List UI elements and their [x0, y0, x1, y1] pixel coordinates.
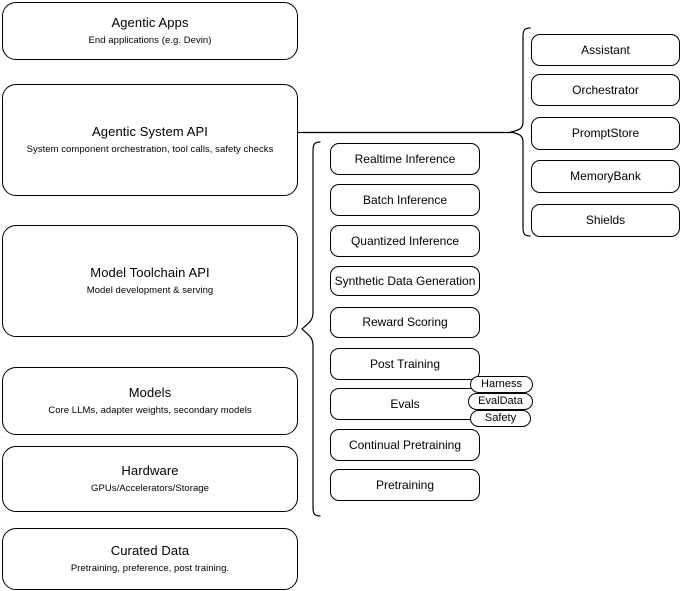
- capability-label: Synthetic Data Generation: [334, 273, 476, 288]
- evals-subcomponent-label: EvalData: [478, 395, 523, 407]
- layer-title: Agentic System API: [92, 124, 208, 139]
- system-component-label: MemoryBank: [570, 169, 641, 183]
- curly-brace-toolchain: [300, 140, 322, 518]
- system-component-label: Shields: [585, 213, 626, 227]
- evals-subcomponent-label: Harness: [481, 378, 522, 390]
- layer-box-models[interactable]: Models Core LLMs, adapter weights, secon…: [2, 367, 298, 435]
- capability-label: Batch Inference: [362, 192, 448, 207]
- capability-quantized-inference[interactable]: Quantized Inference: [330, 225, 480, 257]
- capability-label: Continual Pretraining: [348, 437, 462, 452]
- system-component-promptstore[interactable]: PromptStore: [531, 117, 680, 150]
- capability-label: Realtime Inference: [354, 151, 456, 166]
- evals-subcomponent-evaldata[interactable]: EvalData: [468, 393, 533, 410]
- evals-subcomponent-label: Safety: [484, 412, 517, 424]
- capability-label: Pretraining: [375, 477, 435, 492]
- evals-subcomponent-safety[interactable]: Safety: [470, 410, 531, 427]
- capability-batch-inference[interactable]: Batch Inference: [330, 184, 480, 216]
- system-component-memorybank[interactable]: MemoryBank: [531, 160, 680, 193]
- layer-box-agentic-system-api[interactable]: Agentic System API System component orch…: [2, 84, 298, 196]
- capability-reward-scoring[interactable]: Reward Scoring: [330, 307, 480, 338]
- layer-subtitle: Model development & serving: [86, 285, 214, 296]
- layer-subtitle: End applications (e.g. Devin): [88, 35, 212, 46]
- connector-system-api-to-components: [298, 126, 514, 140]
- layer-subtitle: GPUs/Accelerators/Storage: [91, 483, 209, 494]
- capability-label: Evals: [390, 396, 420, 411]
- layer-subtitle: Core LLMs, adapter weights, secondary mo…: [48, 405, 252, 416]
- layer-box-curated-data[interactable]: Curated Data Pretraining, preference, po…: [2, 528, 298, 590]
- layer-title: Agentic Apps: [111, 15, 189, 30]
- layer-subtitle: Pretraining, preference, post training.: [70, 563, 230, 574]
- evals-subcomponent-harness[interactable]: Harness: [470, 376, 533, 393]
- capability-pretraining[interactable]: Pretraining: [330, 469, 480, 501]
- layer-box-agentic-apps[interactable]: Agentic Apps End applications (e.g. Devi…: [2, 2, 298, 60]
- layer-subtitle: System component orchestration, tool cal…: [26, 144, 274, 155]
- curly-brace-system-components: [508, 26, 532, 238]
- system-component-orchestrator[interactable]: Orchestrator: [531, 74, 680, 106]
- layer-title: Model Toolchain API: [90, 265, 210, 280]
- capability-label: Reward Scoring: [362, 315, 448, 329]
- layer-title: Hardware: [121, 463, 179, 478]
- capability-label: Post Training: [369, 356, 441, 371]
- capability-realtime-inference[interactable]: Realtime Inference: [330, 143, 480, 175]
- system-component-shields[interactable]: Shields: [531, 204, 680, 237]
- system-component-label: Orchestrator: [572, 82, 639, 97]
- capability-label: Quantized Inference: [350, 233, 460, 248]
- layer-title: Models: [128, 385, 172, 400]
- layer-box-hardware[interactable]: Hardware GPUs/Accelerators/Storage: [2, 446, 298, 512]
- capability-evals[interactable]: Evals: [330, 388, 480, 420]
- capability-continual-pretraining[interactable]: Continual Pretraining: [330, 429, 480, 461]
- capability-post-training[interactable]: Post Training: [330, 348, 480, 380]
- layer-title: Curated Data: [110, 543, 190, 558]
- layer-box-model-toolchain-api[interactable]: Model Toolchain API Model development & …: [2, 225, 298, 337]
- system-component-assistant[interactable]: Assistant: [531, 34, 680, 66]
- system-component-label: PromptStore: [571, 126, 640, 140]
- system-component-label: Assistant: [581, 42, 630, 57]
- capability-synthetic-data-generation[interactable]: Synthetic Data Generation: [330, 266, 480, 296]
